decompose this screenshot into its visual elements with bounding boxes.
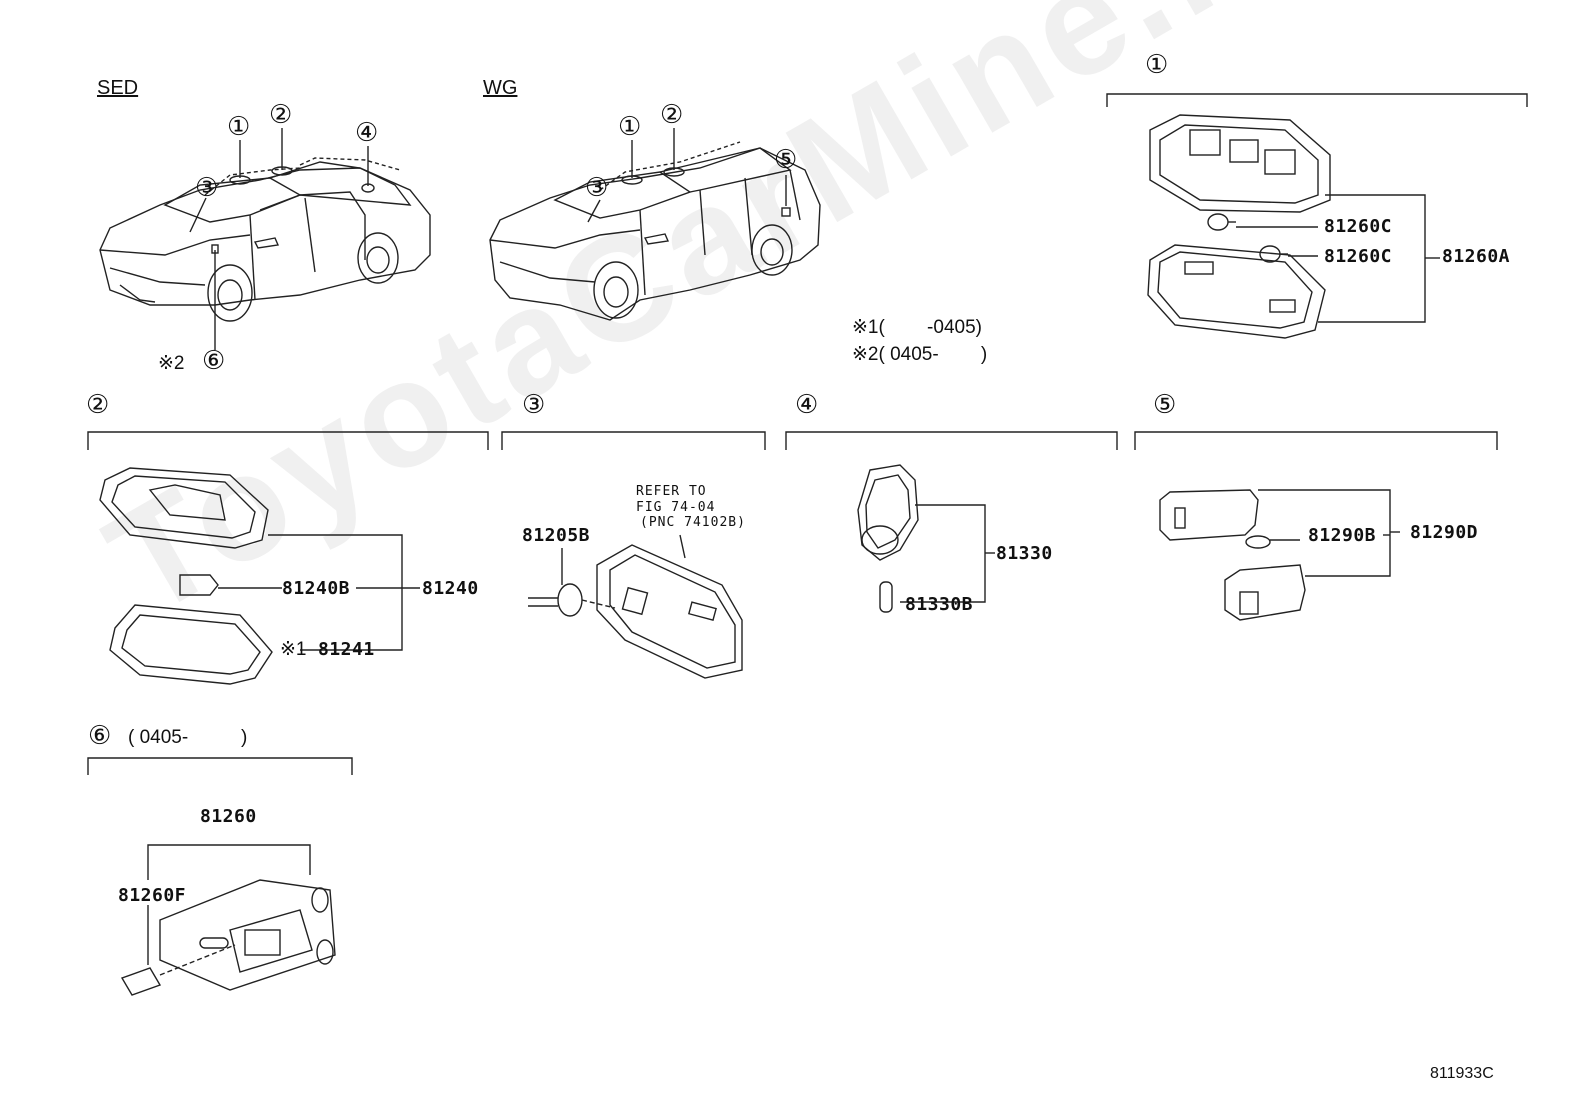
refer-line-1: REFER TO [636, 484, 707, 499]
part-81330: 81330 [996, 543, 1053, 564]
refer-line-3: (PNC 74102B) [640, 515, 746, 530]
section6-drawing [87, 757, 353, 996]
sed-label: SED [97, 77, 139, 99]
sed-callout-3: ③ [195, 173, 219, 203]
note-1: ※1( -0405) [852, 317, 982, 338]
part-81260c-b: 81260C [1324, 246, 1393, 267]
sed-note-prefix: ※2 [158, 353, 185, 374]
figure-code: 811933C [1430, 1065, 1494, 1082]
part-81241: 81241 [318, 639, 375, 660]
sed-callout-6: ⑥ [202, 346, 226, 376]
section5-drawing [1134, 431, 1498, 621]
section2-note-prefix: ※1 [280, 639, 307, 660]
refer-line-2: FIG 74-04 [636, 500, 716, 515]
section1-drawing [1106, 93, 1528, 339]
section1-callout: ① [1145, 50, 1169, 80]
part-81240b: 81240B [282, 578, 351, 599]
section5-callout: ⑤ [1153, 390, 1177, 420]
sedan-illustration [99, 128, 431, 350]
part-81260c-a: 81260C [1324, 216, 1393, 237]
section3-drawing [501, 431, 766, 679]
section6-callout: ⑥ [88, 721, 112, 751]
part-81205b: 81205B [522, 525, 591, 546]
section4-callout: ④ [795, 390, 819, 420]
part-81260: 81260 [200, 806, 257, 827]
part-81330b: 81330B [905, 594, 974, 615]
part-81260f: 81260F [118, 885, 187, 906]
section2-callout: ② [86, 390, 110, 420]
part-81290b: 81290B [1308, 525, 1377, 546]
note-2: ※2( 0405- ) [852, 344, 988, 365]
section2-drawing [87, 431, 489, 685]
wg-callout-2: ② [660, 100, 684, 130]
section4-drawing [785, 431, 1118, 613]
section3-callout: ③ [522, 390, 546, 420]
wg-label: WG [483, 77, 518, 99]
wg-callout-1: ① [618, 112, 642, 142]
sed-callout-1: ① [227, 112, 251, 142]
wagon-illustration [489, 128, 821, 321]
wg-callout-3: ③ [585, 173, 609, 203]
part-81260a: 81260A [1442, 246, 1511, 267]
part-81290d: 81290D [1410, 522, 1479, 543]
wg-callout-5: ⑤ [774, 145, 798, 175]
sed-callout-4: ④ [355, 118, 379, 148]
sed-callout-2: ② [269, 100, 293, 130]
part-81240: 81240 [422, 578, 479, 599]
section6-range: ( 0405- ) [128, 727, 248, 748]
